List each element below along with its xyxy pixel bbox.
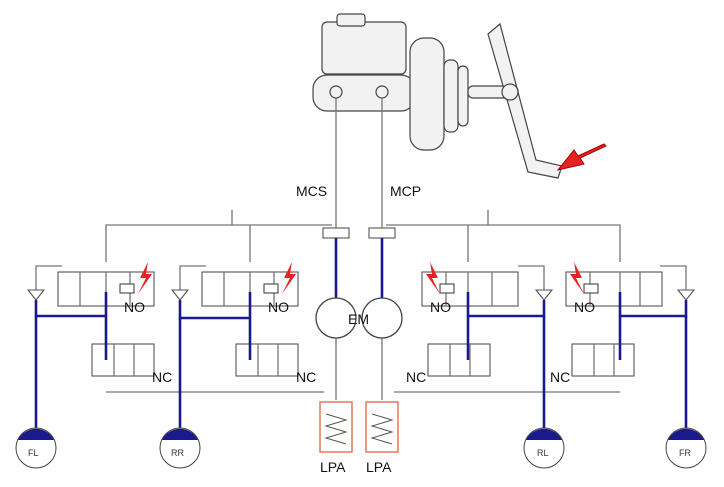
brake-pedal-arm (487, 22, 563, 179)
master-cylinder-body (312, 74, 416, 112)
rl-check-valve-icon (534, 289, 554, 301)
rr-outlet-valve-nc (235, 343, 299, 377)
fr-check-valve-icon (676, 289, 696, 301)
mcs-label: MCS (296, 183, 327, 199)
front-right-wheel-label: FR (679, 448, 691, 458)
hydraulic-lines (35, 210, 687, 400)
fr-inlet-valve-no (565, 271, 663, 307)
fr-outlet-valve-nc (571, 343, 635, 377)
secondary-low-pressure-accumulator (319, 401, 353, 453)
rr-no-label: NO (268, 299, 289, 315)
rl-no-label: NO (430, 299, 451, 315)
rr-nc-label: NC (296, 369, 316, 385)
master-cylinder-assembly (312, 13, 607, 179)
rl-solenoid-bolt-icon (426, 262, 440, 294)
fr-no-label: NO (574, 299, 595, 315)
motor-label: EM (348, 311, 369, 327)
rl-outlet-valve-nc (427, 343, 491, 377)
primary-check-valve (368, 227, 396, 239)
secondary-lpa-label: LPA (320, 459, 346, 475)
primary-pump (361, 297, 403, 339)
rr-circuit: NO NC RR (159, 262, 316, 469)
pump-motor-assembly: EM LPA LPA (315, 297, 403, 475)
primary-low-pressure-accumulator (365, 401, 399, 453)
fl-outlet-valve-nc (91, 343, 155, 377)
fl-no-label: NO (124, 299, 145, 315)
secondary-check-valve (322, 227, 350, 239)
rr-solenoid-bolt-icon (282, 262, 296, 294)
brake-booster (409, 37, 445, 151)
rl-inlet-valve-no (421, 271, 519, 307)
fr-nc-label: NC (550, 369, 570, 385)
secondary-pump (315, 297, 357, 339)
rr-check-valve-icon (170, 289, 190, 301)
front-left-wheel-label: FL (28, 448, 39, 458)
rear-right-wheel-label: RR (171, 448, 184, 458)
pedal-press-arrow-icon (556, 143, 607, 171)
fl-check-valve-icon (26, 289, 46, 301)
fl-circuit: NO NC FL (15, 262, 172, 469)
primary-lpa-label: LPA (366, 459, 392, 475)
fl-solenoid-bolt-icon (138, 262, 152, 294)
brake-fluid-reservoir (321, 21, 407, 75)
fl-nc-label: NC (152, 369, 172, 385)
fr-solenoid-bolt-icon (570, 262, 584, 294)
mcp-label: MCP (390, 183, 421, 199)
rl-circuit: NO NC RL (406, 262, 565, 469)
rear-left-wheel-label: RL (537, 448, 549, 458)
rl-nc-label: NC (406, 369, 426, 385)
fr-circuit: NO NC FR (550, 262, 707, 469)
